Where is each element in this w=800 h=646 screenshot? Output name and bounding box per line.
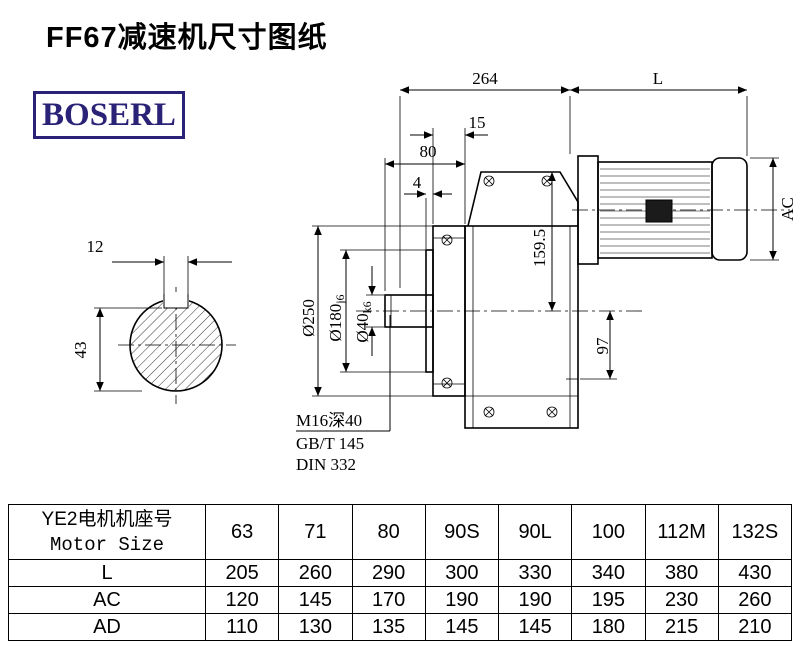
- table-cell: 230: [644, 586, 719, 614]
- tap-note: M16深40 GB/T 145 DIN 332: [296, 315, 391, 474]
- table-row-AC: AC 120 145 170 190 190 195 230 260: [8, 586, 793, 614]
- table-cell: 260: [278, 559, 353, 587]
- dim-264-label: 264: [472, 69, 498, 88]
- header-line1: YE2电机机座号: [41, 509, 173, 530]
- table-cell: 145: [278, 586, 353, 614]
- fan-cowl: [711, 157, 748, 261]
- table-cell: 380: [644, 559, 719, 587]
- dim-159-5: 159.5: [530, 172, 556, 311]
- table-cell: 180: [571, 613, 646, 641]
- dim-97-label: 97: [593, 337, 612, 355]
- dim-L-label: L: [653, 69, 663, 88]
- dim-key-width: 12: [87, 237, 232, 294]
- shaft-section-circle: [129, 298, 223, 392]
- table-row-L: L 205 260 290 300 330 340 380 430: [8, 559, 793, 587]
- dim-dia180: Ø180j6: [326, 249, 426, 373]
- table-cell: 340: [571, 559, 646, 587]
- col-header: 90L: [497, 504, 573, 560]
- table-cell: 330: [497, 559, 573, 587]
- dim-L: L: [570, 69, 748, 156]
- dim-80: 80: [384, 142, 465, 291]
- table-cell: 135: [351, 613, 426, 641]
- tap-note-line3: DIN 332: [296, 455, 356, 474]
- row-label: AD: [8, 613, 206, 641]
- dim-ac-label: AC: [778, 197, 797, 221]
- dim-97: 97: [580, 311, 617, 380]
- shaft-cross-section-view: 12 43: [71, 237, 236, 404]
- table-cell: 120: [204, 586, 280, 614]
- table-cell: 190: [497, 586, 573, 614]
- dim-159-5-label: 159.5: [530, 229, 549, 267]
- table-cell: 210: [717, 613, 793, 641]
- dim-key-width-label: 12: [87, 237, 104, 256]
- motor-dimension-table: YE2电机机座号 Motor Size 63 71 80 90S 90L 100…: [8, 504, 793, 641]
- col-header: 71: [278, 504, 353, 560]
- table-cell: 290: [351, 559, 426, 587]
- dim-shaft-height: 43: [71, 307, 162, 392]
- tap-note-line2: GB/T 145: [296, 434, 364, 453]
- motor-terminal-box: [645, 199, 673, 223]
- table-cell: 145: [424, 613, 500, 641]
- motor-size-header: YE2电机机座号 Motor Size: [8, 504, 206, 560]
- dim-80-label: 80: [420, 142, 437, 161]
- col-header: 90S: [424, 504, 500, 560]
- tap-note-line1: M16深40: [296, 411, 362, 430]
- gearbox-outline: [384, 171, 579, 429]
- table-cell: 190: [424, 586, 500, 614]
- dim-dia40: Ø40k6: [353, 266, 384, 356]
- side-elevation-view: 264 L 15 80 4: [296, 69, 797, 474]
- dim-dia250-label: Ø250: [299, 299, 318, 337]
- dim-15-label: 15: [469, 113, 486, 132]
- dim-264: 264: [399, 69, 571, 288]
- header-line2: Motor Size: [49, 534, 165, 556]
- motor-outline: [577, 155, 748, 265]
- dim-4: 4: [404, 173, 452, 249]
- row-label: L: [8, 559, 206, 587]
- table-cell: 430: [717, 559, 793, 587]
- screw-symbols: [441, 175, 558, 418]
- table-cell: 130: [278, 613, 353, 641]
- table-header-row: YE2电机机座号 Motor Size 63 71 80 90S 90L 100…: [8, 504, 793, 560]
- col-header: 112M: [644, 504, 719, 560]
- keyway-slot: [163, 294, 189, 309]
- col-header: 80: [351, 504, 426, 560]
- table-cell: 205: [204, 559, 280, 587]
- table-cell: 110: [204, 613, 280, 641]
- table-cell: 300: [424, 559, 500, 587]
- dim-4-label: 4: [413, 173, 422, 192]
- brand-logo: BOSERL: [33, 91, 185, 139]
- col-header: 63: [204, 504, 280, 560]
- dim-shaft-height-label: 43: [71, 342, 90, 359]
- col-header: 100: [571, 504, 646, 560]
- dim-15: 15: [410, 113, 488, 224]
- table-cell: 170: [351, 586, 426, 614]
- technical-drawing: 12 43: [71, 69, 797, 474]
- table-cell: 215: [644, 613, 719, 641]
- col-header: 132S: [717, 504, 793, 560]
- table-cell: 195: [571, 586, 646, 614]
- row-label: AC: [8, 586, 206, 614]
- dim-dia250: Ø250: [299, 225, 433, 397]
- table-cell: 260: [717, 586, 793, 614]
- dim-dia40-label: Ø40k6: [353, 301, 374, 342]
- dim-dia180-label: Ø180j6: [326, 294, 347, 341]
- page-title: FF67减速机尺寸图纸: [46, 22, 328, 54]
- motor-cooling-fins: [600, 168, 710, 254]
- dim-ac: AC: [750, 157, 797, 261]
- table-row-AD: AD 110 130 135 145 145 180 215 210: [8, 613, 793, 641]
- table-cell: 145: [497, 613, 573, 641]
